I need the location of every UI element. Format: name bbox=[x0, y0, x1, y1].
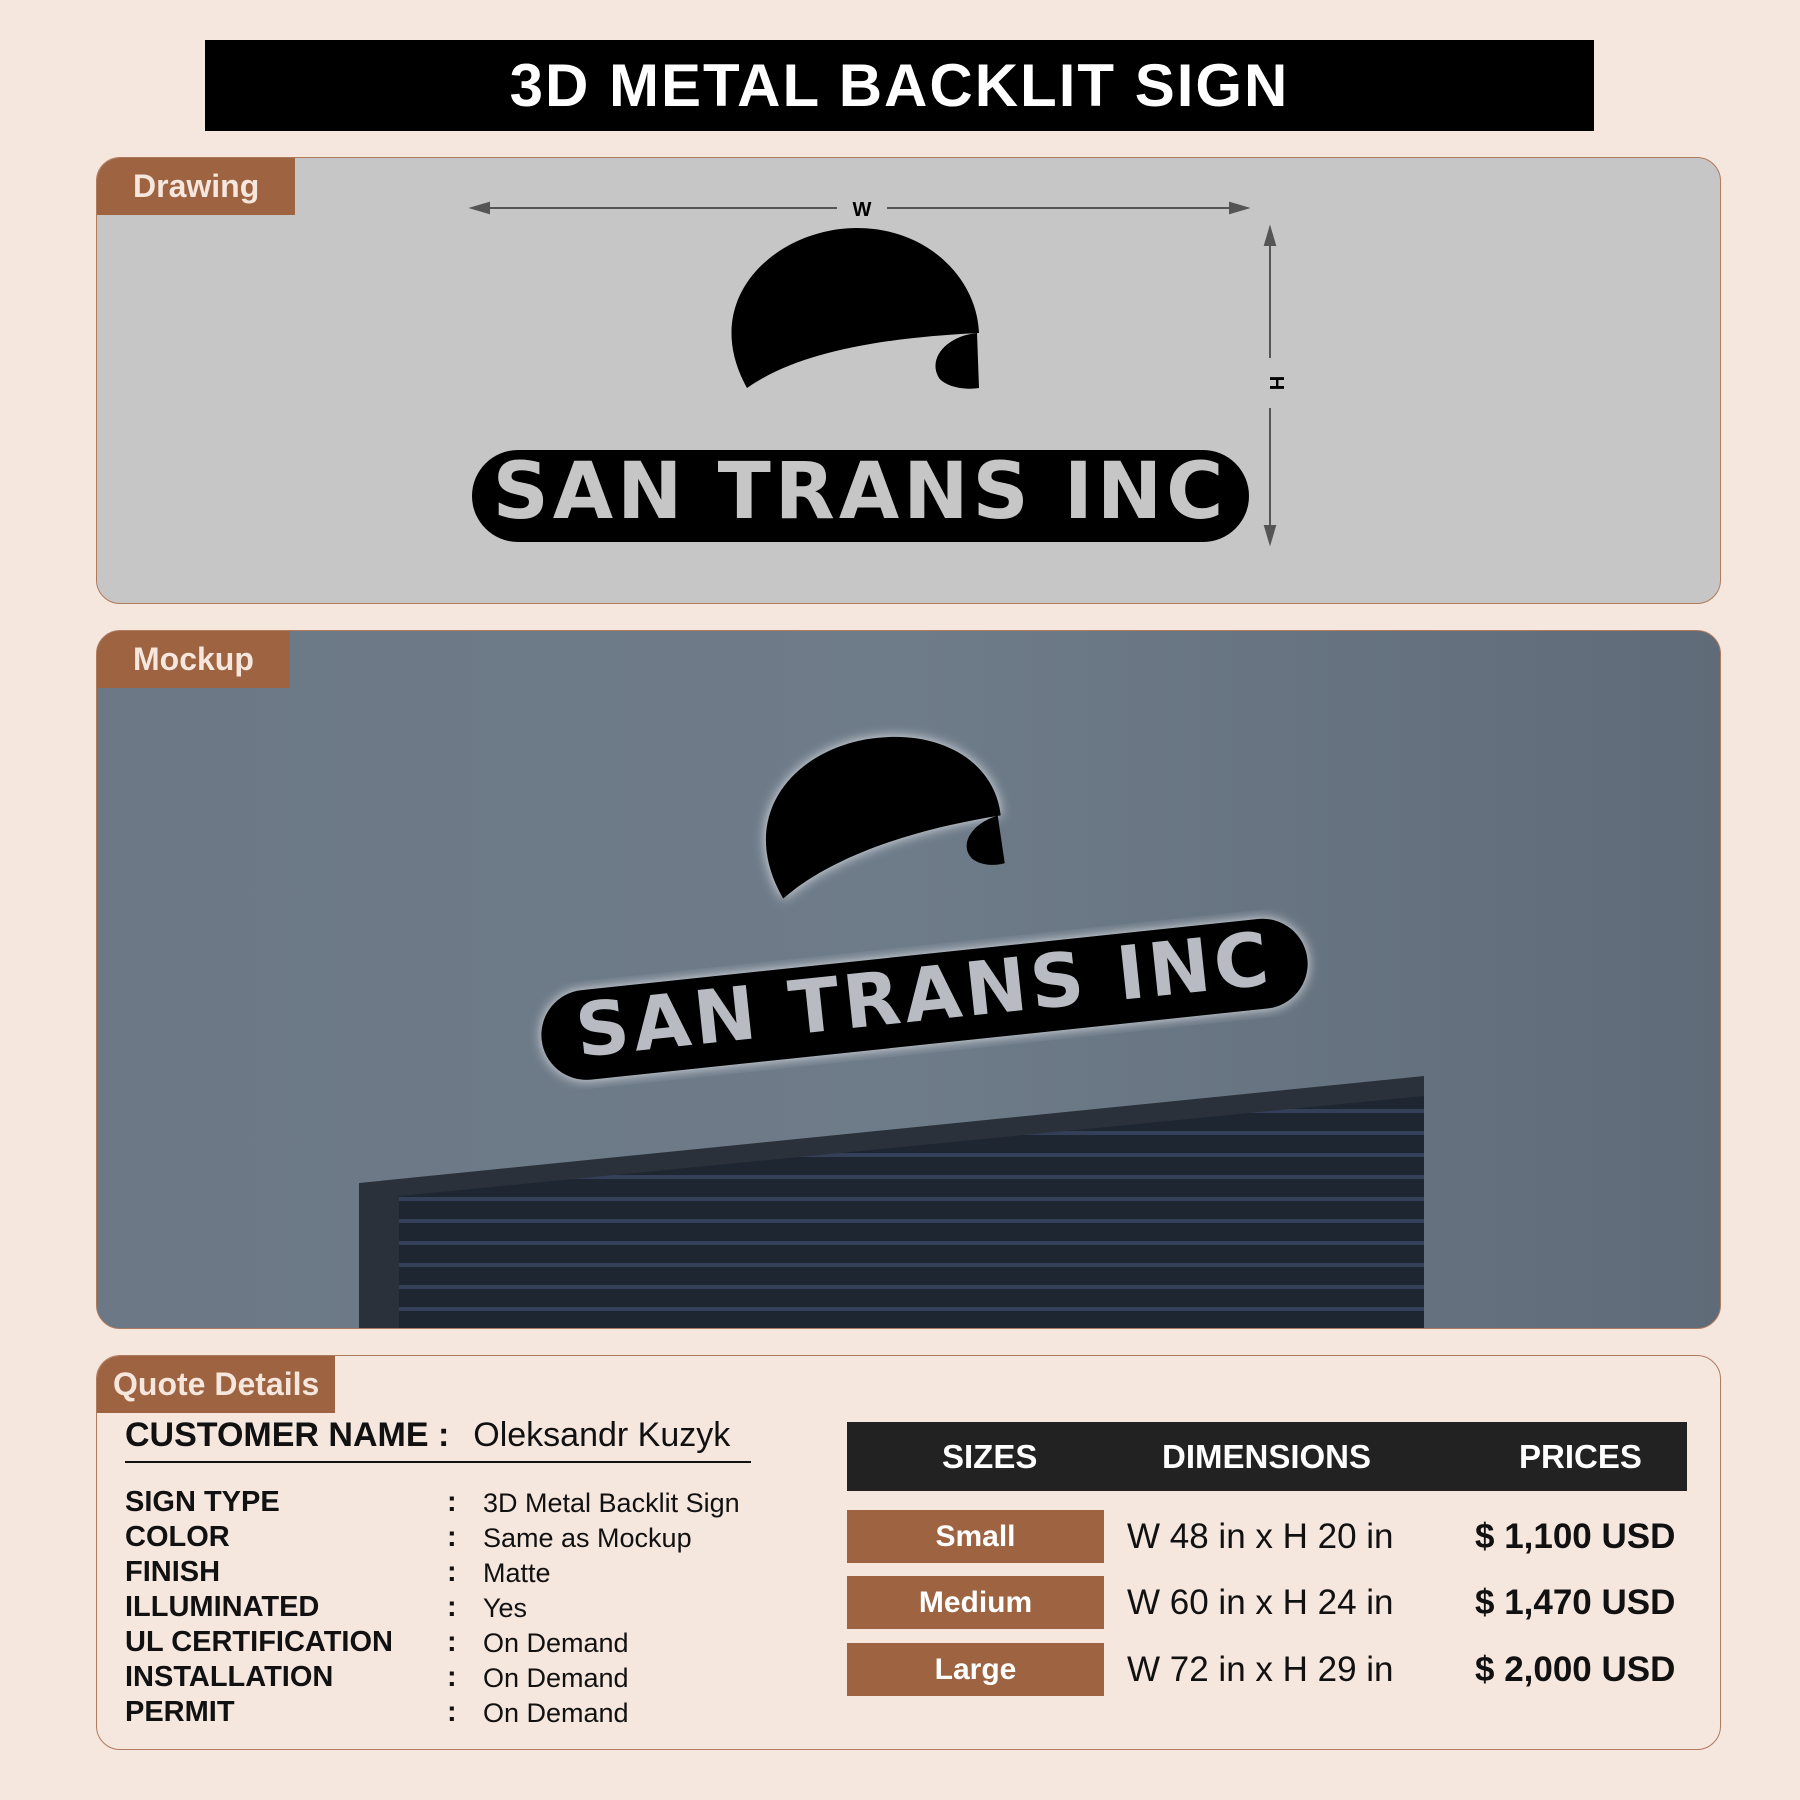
logo-text-plate bbox=[472, 450, 1249, 542]
drawing-svg: W H SAN TRANS INC bbox=[468, 199, 1287, 547]
spec-colon: : bbox=[447, 1696, 457, 1728]
dimension-cell: W 72 in x H 29 in bbox=[1127, 1650, 1394, 1689]
price-cell: $ 2,000 USD bbox=[1475, 1650, 1676, 1689]
price-cell: $ 1,100 USD bbox=[1475, 1517, 1676, 1556]
spec-colon: : bbox=[447, 1486, 457, 1518]
logo-dome-shape bbox=[731, 228, 979, 388]
spec-value: Yes bbox=[483, 1593, 528, 1623]
header-dimensions: DIMENSIONS bbox=[1162, 1438, 1372, 1475]
quote-tab: Quote Details bbox=[97, 1356, 336, 1413]
height-dimension-arrow bbox=[1263, 224, 1277, 547]
spec-label: COLOR bbox=[125, 1521, 230, 1553]
table-header: SIZES DIMENSIONS PRICES bbox=[847, 1422, 1687, 1491]
drawing-panel: Drawing W H SAN TRANS INC bbox=[96, 157, 1721, 604]
spec-value: Same as Mockup bbox=[483, 1523, 692, 1553]
size-cell: Small bbox=[847, 1510, 1104, 1563]
dimension-cell: W 48 in x H 20 in bbox=[1127, 1517, 1394, 1556]
spec-value: On Demand bbox=[483, 1698, 629, 1728]
spec-label: PERMIT bbox=[125, 1696, 235, 1728]
spec-colon: : bbox=[447, 1556, 457, 1588]
customer-name-row: CUSTOMER NAME : Oleksandr Kuzyk bbox=[125, 1416, 751, 1463]
spec-label: INSTALLATION bbox=[125, 1661, 334, 1693]
sign-text: SAN TRANS INC bbox=[572, 916, 1277, 1075]
spec-value: 3D Metal Backlit Sign bbox=[483, 1488, 740, 1518]
size-cell: Medium bbox=[847, 1576, 1104, 1629]
width-dimension-arrow bbox=[468, 201, 1251, 215]
logo-text-plate bbox=[541, 918, 1308, 1080]
spec-colon: : bbox=[447, 1661, 457, 1693]
dimension-cell: W 60 in x H 24 in bbox=[1127, 1583, 1394, 1622]
spec-colon: : bbox=[447, 1521, 457, 1553]
height-label: H bbox=[1265, 376, 1287, 390]
page-title: 3D METAL BACKLIT SIGN bbox=[205, 40, 1594, 131]
logo-swirl-shape bbox=[966, 815, 1005, 865]
width-label: W bbox=[853, 199, 872, 221]
customer-name: Oleksandr Kuzyk bbox=[473, 1416, 731, 1454]
price-cell: $ 1,470 USD bbox=[1475, 1583, 1676, 1622]
table-row: Large W 72 in x H 29 in $ 2,000 USD bbox=[847, 1643, 1707, 1696]
spec-colon: : bbox=[447, 1626, 457, 1658]
header-sizes: SIZES bbox=[942, 1438, 1038, 1475]
logo-dome-shape bbox=[765, 736, 1001, 899]
sign-text: SAN TRANS INC bbox=[493, 447, 1228, 537]
spec-colon: : bbox=[447, 1591, 457, 1623]
size-cell: Large bbox=[847, 1643, 1104, 1696]
table-row: Medium W 60 in x H 24 in $ 1,470 USD bbox=[847, 1576, 1707, 1629]
spec-label: FINISH bbox=[125, 1556, 221, 1588]
spec-label: ILLUMINATED bbox=[125, 1591, 320, 1623]
spec-label: UL CERTIFICATION bbox=[125, 1626, 393, 1658]
logo-swirl-shape bbox=[935, 333, 979, 389]
table-row: Small W 48 in x H 20 in $ 1,100 USD bbox=[847, 1510, 1707, 1563]
spec-value: On Demand bbox=[483, 1628, 629, 1658]
drawing-tab: Drawing bbox=[97, 158, 296, 215]
customer-label: CUSTOMER NAME : bbox=[125, 1416, 450, 1454]
spec-value: On Demand bbox=[483, 1663, 629, 1693]
quote-panel: Quote Details CUSTOMER NAME : Oleksandr K… bbox=[96, 1355, 1721, 1750]
header-prices: PRICES bbox=[1519, 1438, 1642, 1475]
mockup-svg: SAN TRANS INC bbox=[359, 736, 1424, 1328]
spec-label: SIGN TYPE bbox=[125, 1486, 280, 1518]
mockup-tab: Mockup bbox=[97, 631, 290, 688]
mockup-panel: SAN TRANS INC Mockup bbox=[96, 630, 1721, 1329]
spec-value: Matte bbox=[483, 1558, 551, 1588]
garage-door-shutter bbox=[399, 1096, 1424, 1328]
